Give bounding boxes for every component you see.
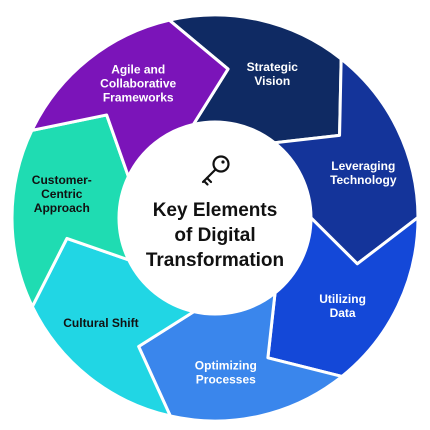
label-agile-and-collaborative-frameworks: Agile and xyxy=(111,62,165,76)
label-agile-and-collaborative-frameworks: Frameworks xyxy=(103,90,174,104)
label-customer-centric-approach: Centric xyxy=(41,187,83,201)
label-agile-and-collaborative-frameworks: Collaborative xyxy=(100,76,176,90)
center-circle xyxy=(119,122,311,314)
label-customer-centric-approach: Customer- xyxy=(32,173,92,187)
center-title-line: of Digital xyxy=(174,225,255,246)
center-title-line: Key Elements xyxy=(153,200,278,221)
label-utilizing-data: Data xyxy=(330,306,356,320)
label-leveraging-technology: Technology xyxy=(330,173,397,187)
label-utilizing-data: Utilizing xyxy=(319,292,366,306)
label-strategic-vision: Strategic xyxy=(247,60,299,74)
label-leveraging-technology: Leveraging xyxy=(331,159,395,173)
center-title-line: Transformation xyxy=(146,250,284,271)
label-customer-centric-approach: Approach xyxy=(34,201,90,215)
label-optimizing-processes: Processes xyxy=(196,373,256,387)
label-cultural-shift: Cultural Shift xyxy=(63,316,138,330)
label-strategic-vision: Vision xyxy=(254,74,290,88)
label-optimizing-processes: Optimizing xyxy=(195,359,257,373)
segments-layer: StrategicVisionLeveragingTechnologyUtili… xyxy=(10,13,420,423)
key-icon xyxy=(201,155,230,186)
